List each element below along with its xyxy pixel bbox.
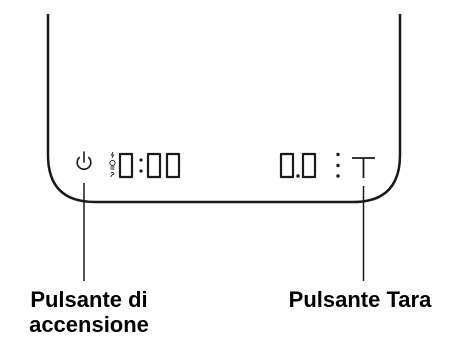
tare-icon <box>352 157 375 178</box>
power-button-label-line1: Pulsante di <box>30 287 148 312</box>
tare-button-label: Pulsante Tara <box>288 287 432 312</box>
unit-indicator-dots <box>336 152 340 178</box>
power-icon <box>76 151 92 170</box>
weight-digits <box>279 152 317 179</box>
scale-outline <box>46 14 402 204</box>
power-button-label: Pulsante di accensione <box>4 287 174 337</box>
timer-digits <box>118 152 181 179</box>
mode-icons <box>109 151 116 178</box>
power-button-label-line2: accensione <box>29 312 149 337</box>
